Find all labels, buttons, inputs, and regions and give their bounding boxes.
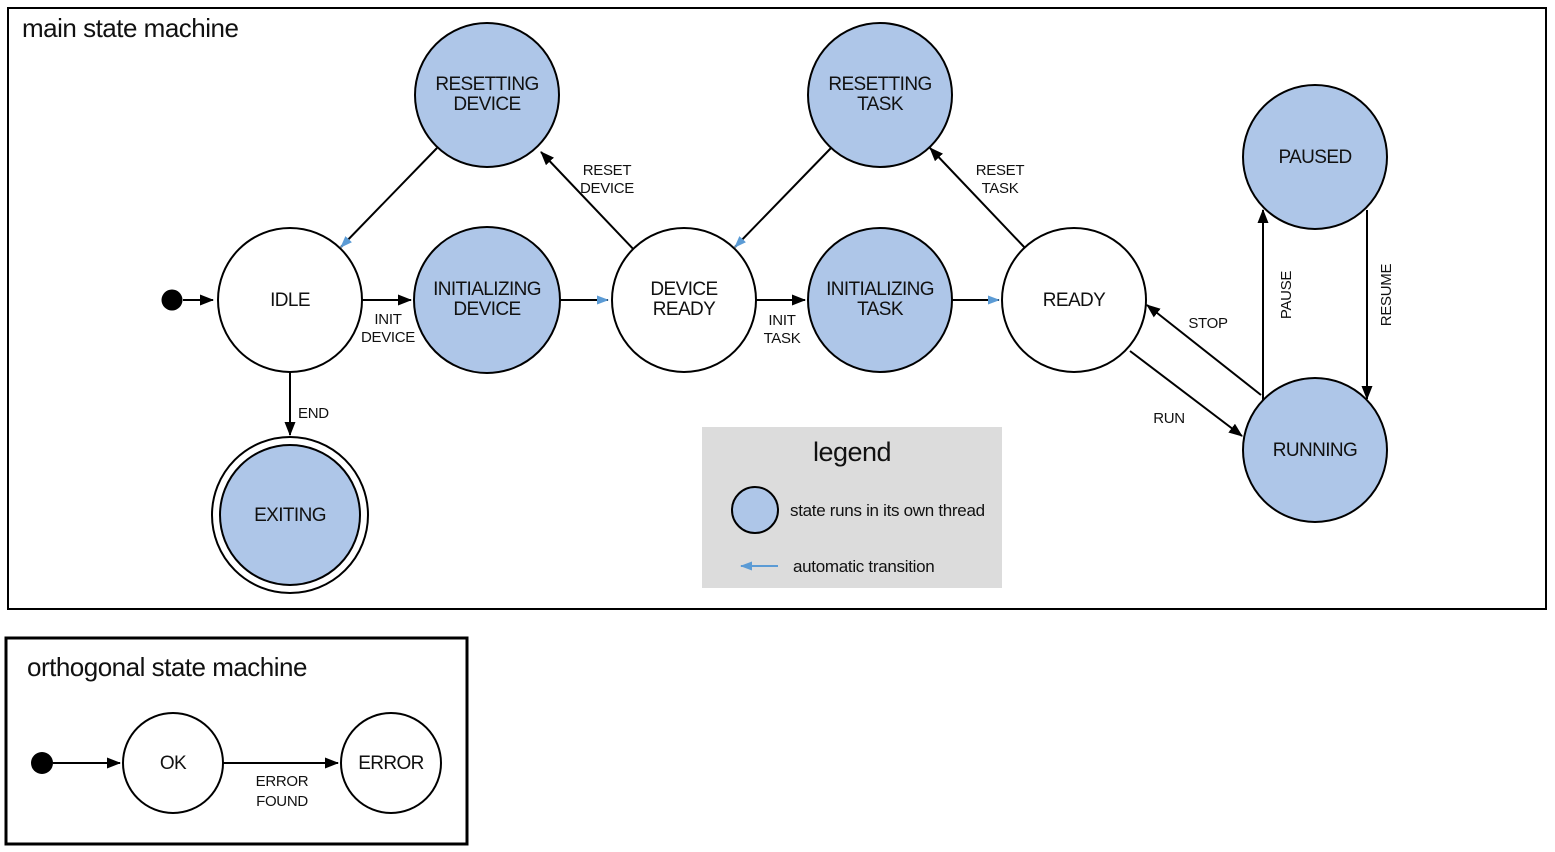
transition-label-run: RUN <box>1153 410 1185 427</box>
state-initializing-device-label: INITIALIZING <box>433 279 541 300</box>
state-resetting-task-label: RESETTING <box>828 74 931 95</box>
state-paused-circle <box>1242 84 1388 230</box>
state-ok-circle <box>122 712 224 814</box>
state-device-ready-circle <box>611 227 757 373</box>
transition-label-init-device-2: DEVICE <box>361 329 415 346</box>
state-ok-label: OK <box>160 753 187 774</box>
transition-running-to-ready <box>1146 304 1262 396</box>
state-ready-circle <box>1001 227 1147 373</box>
transition-label-reset-task: RESET <box>976 162 1025 179</box>
state-running-label: RUNNING <box>1273 440 1357 461</box>
state-resetting-task-label-2: TASK <box>857 94 904 115</box>
state-initializing-device-label-2: DEVICE <box>453 299 520 320</box>
transition-label-reset-device-2: DEVICE <box>580 180 634 197</box>
transition-label-stop: STOP <box>1188 315 1228 332</box>
state-initializing-task-label: INITIALIZING <box>826 279 934 300</box>
state-error-circle <box>340 712 442 814</box>
state-exiting-circle <box>219 444 361 586</box>
transition-auto-resetting-task-to-device-ready <box>734 147 832 248</box>
state-resetting-device-label-2: DEVICE <box>453 94 520 115</box>
transition-label-end: END <box>298 405 329 422</box>
state-paused-label: PAUSED <box>1278 147 1351 168</box>
main-panel-border <box>7 7 1547 610</box>
initial-state-dot <box>161 289 183 311</box>
state-exiting-label: EXITING <box>254 505 326 526</box>
state-initializing-device-circle <box>413 226 561 374</box>
state-resetting-device-label: RESETTING <box>435 74 538 95</box>
state-device-ready-label: DEVICE <box>650 279 717 300</box>
state-running-circle <box>1242 377 1388 523</box>
transition-label-error-found-2: FOUND <box>256 793 308 810</box>
transition-label-pause: PAUSE <box>1278 271 1295 320</box>
transition-label-error-found: ERROR <box>256 773 309 790</box>
state-idle-label: IDLE <box>270 290 310 311</box>
state-idle-circle <box>217 227 363 373</box>
orthogonal-panel-title: orthogonal state machine <box>27 652 307 682</box>
state-error-label: ERROR <box>358 753 424 774</box>
state-resetting-device-circle <box>414 22 560 168</box>
legend-auto-label: automatic transition <box>793 557 934 576</box>
legend-title: legend <box>813 437 891 467</box>
orthogonal-initial-state-dot <box>31 752 53 774</box>
transition-label-resume: RESUME <box>1378 264 1395 327</box>
transition-device-ready-to-resetting-device <box>540 151 638 254</box>
state-initializing-task-circle <box>807 227 953 373</box>
state-ready-label: READY <box>1043 290 1106 311</box>
transition-label-init-task-2: TASK <box>764 330 801 347</box>
main-panel-title: main state machine <box>22 13 238 43</box>
legend-thread-state-icon <box>731 486 779 534</box>
transition-ready-to-resetting-task <box>929 147 1027 250</box>
state-initializing-task-label-2: TASK <box>857 299 904 320</box>
legend-thread-label: state runs in its own thread <box>790 501 985 520</box>
transition-ready-to-running <box>1129 350 1243 437</box>
transition-auto-resetting-device-to-idle <box>340 147 438 248</box>
transition-label-reset-device: RESET <box>583 162 632 179</box>
state-device-ready-label-2: READY <box>653 299 716 320</box>
state-resetting-task-circle <box>807 22 953 168</box>
transition-label-reset-task-2: TASK <box>982 180 1019 197</box>
transition-label-init-device: INIT <box>374 311 401 328</box>
transition-label-init-task: INIT <box>768 312 795 329</box>
orthogonal-panel-border <box>4 636 469 846</box>
